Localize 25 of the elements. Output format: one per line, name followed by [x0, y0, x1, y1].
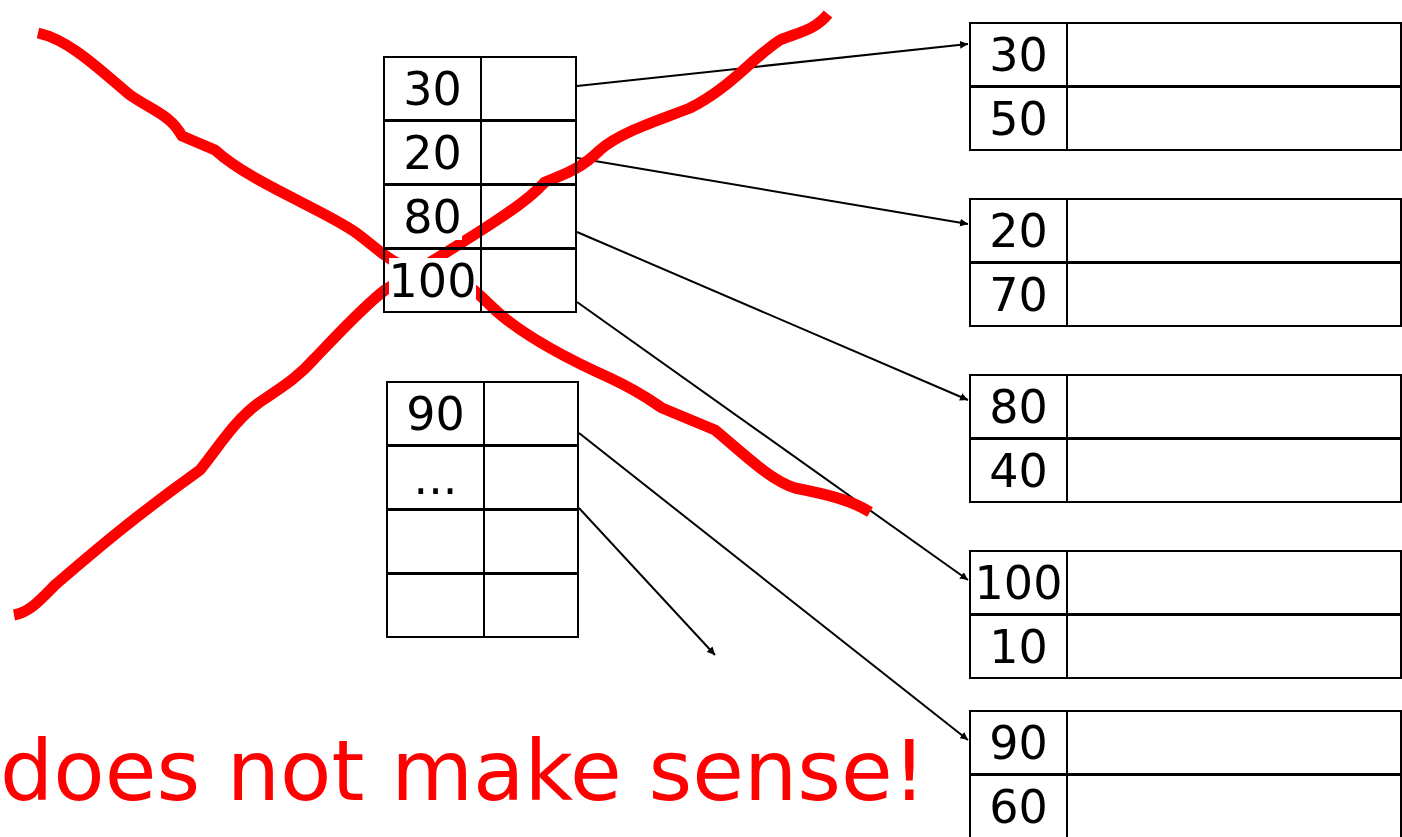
- record-row: [969, 550, 1402, 615]
- arrow: [576, 157, 969, 227]
- index-row: [383, 56, 577, 121]
- arrow: [578, 432, 969, 741]
- index-row: [383, 184, 577, 249]
- index-row: [383, 248, 577, 313]
- record-row: [969, 774, 1402, 837]
- note-text: does not make sense!: [0, 722, 927, 820]
- record-row: [969, 86, 1402, 151]
- record-row: [969, 710, 1402, 775]
- record-row: [969, 438, 1402, 503]
- record-row: [969, 614, 1402, 679]
- index-row: [386, 381, 579, 446]
- arrow: [576, 231, 969, 401]
- arrow: [578, 507, 716, 656]
- arrow: [576, 301, 969, 581]
- arrow: [576, 40, 969, 87]
- record-row: [969, 262, 1402, 327]
- record-row: [969, 198, 1402, 263]
- record-row: [969, 22, 1402, 87]
- record-row: [969, 374, 1402, 439]
- index-row: [383, 120, 577, 185]
- index-row: [386, 445, 579, 510]
- empty-row: [386, 509, 579, 574]
- empty-row: [386, 573, 579, 638]
